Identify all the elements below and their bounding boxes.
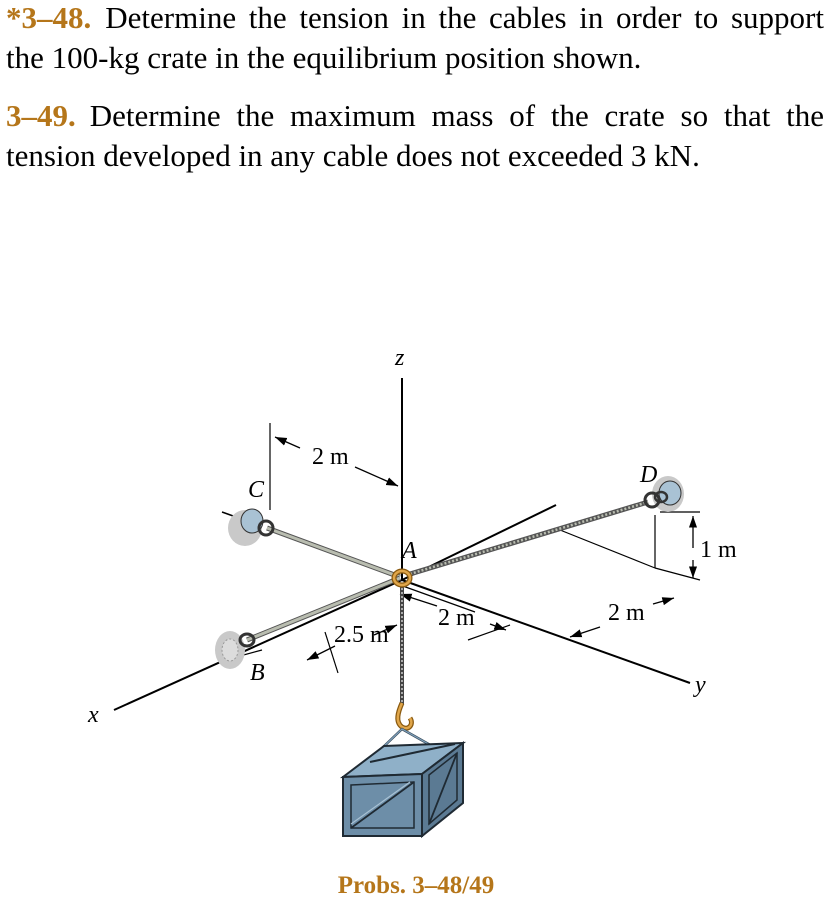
problem-text: Determine the maximum mass of the crate … [6, 98, 824, 173]
dimension-2-5m: 2.5 m [334, 622, 389, 648]
dimension-right-2m: 2 m [608, 600, 645, 626]
problem-text: Determine the tension in the cables in o… [6, 0, 824, 75]
point-a-label: A [400, 538, 417, 564]
point-c-label: C [248, 477, 265, 503]
anchor-d [643, 476, 684, 512]
dimension-arrows [274, 436, 698, 661]
hook [395, 701, 414, 731]
figure-caption: Probs. 3–48/49 [338, 872, 495, 899]
anchor-c [221, 508, 275, 546]
problem-number: *3–48. [6, 0, 92, 35]
problem-3-49: 3–49.Determine the maximum mass of the c… [6, 96, 824, 176]
dimension-1m: 1 m [700, 537, 737, 563]
dimension-mid-2m: 2 m [438, 605, 475, 631]
z-axis-label: z [394, 345, 405, 371]
point-d-label: D [639, 462, 657, 488]
crate [339, 727, 467, 839]
y-axis-label: y [693, 672, 706, 698]
problem-3-48: *3–48.Determine the tension in the cable… [6, 0, 824, 78]
point-b-label: B [250, 660, 265, 686]
extension-lines [224, 423, 701, 674]
ring-a [391, 568, 413, 588]
cables [246, 499, 649, 705]
y-axis [401, 579, 691, 684]
anchor-b [215, 631, 256, 669]
dimension-top-2m: 2 m [312, 444, 349, 470]
problem-number: 3–49. [6, 98, 76, 133]
x-axis [113, 579, 403, 711]
x-axis-label: x [87, 702, 99, 728]
